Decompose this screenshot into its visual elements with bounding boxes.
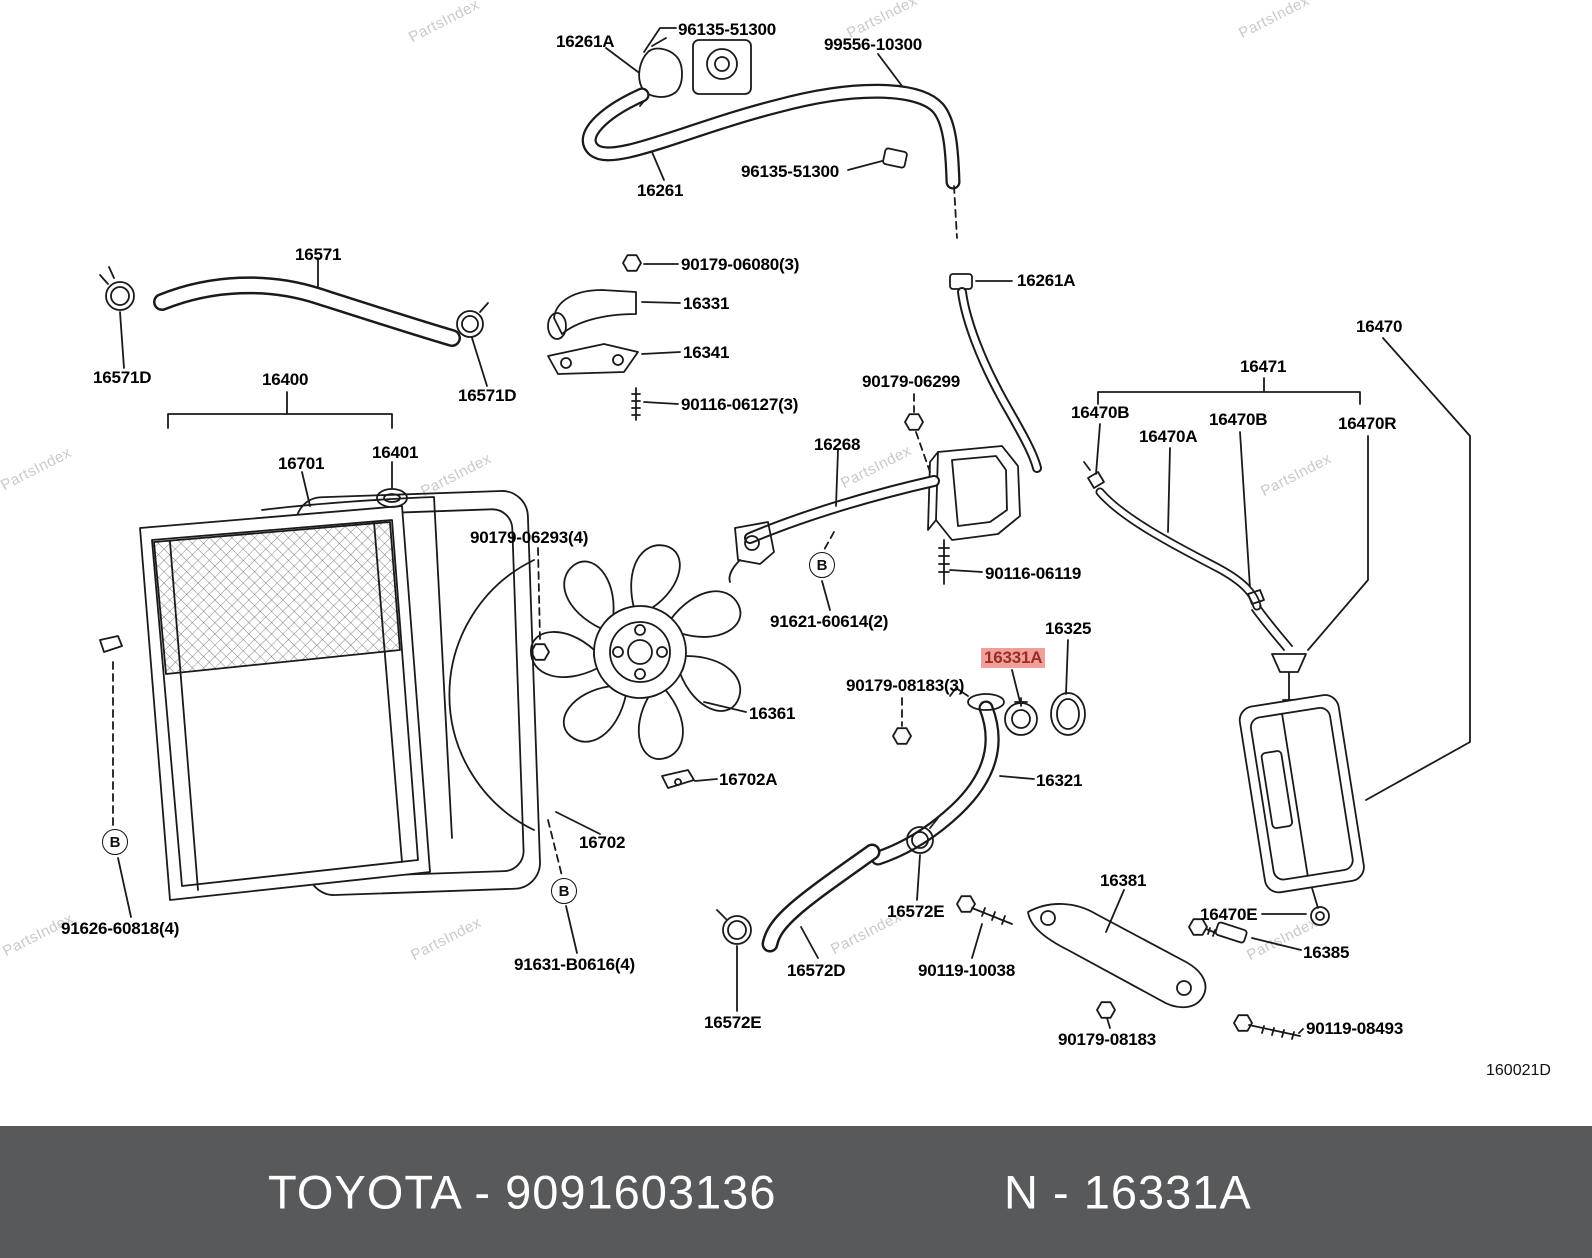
part-label-16572e: 16572E — [704, 1013, 762, 1032]
part-label-16268: 16268 — [814, 435, 861, 454]
part-label-90116-06127(3): 90116-06127(3) — [681, 395, 799, 414]
footer-ref-number: N - 16331A — [1004, 1165, 1252, 1219]
part-label-96135-51300: 96135-51300 — [678, 20, 777, 39]
part-label-16400: 16400 — [262, 370, 309, 389]
part-label-16702a: 16702A — [719, 770, 778, 789]
part-label-16701: 16701 — [278, 454, 325, 473]
part-label-16325: 16325 — [1045, 619, 1092, 638]
part-label-16381: 16381 — [1100, 871, 1147, 890]
part-label-16470: 16470 — [1356, 317, 1403, 336]
part-label-16321: 16321 — [1036, 771, 1083, 790]
part-label-16361: 16361 — [749, 704, 796, 723]
part-label-16261a: 16261A — [556, 32, 615, 51]
diagram-line-art — [99, 27, 1471, 1040]
part-label-layer: 16261A 96135-51300 99556-10300 96135-51300 1… — [61, 20, 1404, 1049]
callout-marker-b: B — [551, 878, 577, 904]
part-label-90119-10038: 90119-10038 — [918, 961, 1016, 980]
callout-marker-b: B — [102, 829, 128, 855]
part-label-16571d: 16571D — [458, 386, 517, 405]
part-label-16470b: 16470B — [1071, 403, 1130, 422]
part-label-16261: 16261 — [637, 181, 684, 200]
part-label-16470b: 16470B — [1209, 410, 1268, 429]
diagram-reference-code: 160021D — [1486, 1062, 1551, 1079]
part-label-16261a: 16261A — [1017, 271, 1076, 290]
part-label-90116-06119: 90116-06119 — [985, 564, 1082, 583]
part-label-91626-60818(4): 91626-60818(4) — [61, 919, 180, 938]
part-label-16331: 16331 — [683, 294, 730, 313]
part-label-16331a-highlighted: 16331A — [981, 648, 1046, 668]
part-label-90179-06293(4): 90179-06293(4) — [470, 528, 589, 547]
part-label-16571: 16571 — [295, 245, 342, 264]
callout-marker-b: B — [809, 552, 835, 578]
part-label-16571d: 16571D — [93, 368, 152, 387]
part-label-16470r: 16470R — [1338, 414, 1397, 433]
part-label-16341: 16341 — [683, 343, 730, 362]
part-label-16470a: 16470A — [1139, 427, 1198, 446]
part-label-16470e: 16470E — [1200, 905, 1258, 924]
part-label-90179-08183: 90179-08183 — [1058, 1030, 1157, 1049]
footer-brand-part-number: TOYOTA - 9091603136 — [268, 1165, 777, 1219]
part-label-99556-10300: 99556-10300 — [824, 35, 923, 54]
part-label-16572e: 16572E — [887, 902, 945, 921]
part-label-91621-60614(2): 91621-60614(2) — [770, 612, 889, 631]
part-label-90119-08493: 90119-08493 — [1306, 1019, 1404, 1038]
part-label-90179-06299: 90179-06299 — [862, 372, 961, 391]
part-label-96135-51300: 96135-51300 — [741, 162, 840, 181]
part-label-16702: 16702 — [579, 833, 626, 852]
footer-bar: TOYOTA - 9091603136 N - 16331A — [0, 1126, 1592, 1258]
part-label-90179-08183(3): 90179-08183(3) — [846, 676, 965, 695]
part-label-16471: 16471 — [1240, 357, 1287, 376]
part-label-16572d: 16572D — [787, 961, 846, 980]
part-label-16401: 16401 — [372, 443, 419, 462]
part-label-91631-b0616(4): 91631-B0616(4) — [514, 955, 636, 974]
part-label-90179-06080(3): 90179-06080(3) — [681, 255, 800, 274]
part-label-16385: 16385 — [1303, 943, 1350, 962]
